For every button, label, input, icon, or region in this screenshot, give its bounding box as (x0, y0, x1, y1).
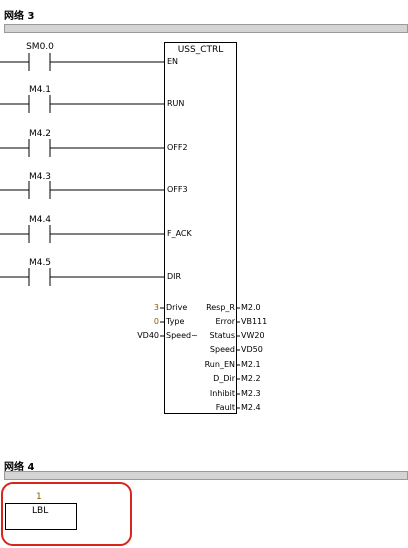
lbl-instruction-box[interactable] (5, 503, 77, 530)
contact-label-m4-1: M4.1 (28, 85, 52, 95)
contact-label-m4-4: M4.4 (28, 215, 52, 225)
pin-dir: DIR (167, 272, 182, 281)
pin-f-ack: F_ACK (167, 229, 192, 238)
contact-m4-1[interactable] (0, 95, 164, 113)
output-value-fault[interactable]: M2.4 (241, 403, 261, 412)
pin-type: Type (166, 317, 185, 326)
pin-run-en: Run_EN (204, 360, 235, 369)
pin-d-dir: D_Dir (213, 374, 235, 383)
pin-error: Error (215, 317, 236, 326)
pin-fault: Fault (215, 403, 235, 412)
pin-inhibit: Inhibit (209, 389, 235, 398)
contact-m4-3[interactable] (0, 181, 164, 199)
param-value-type[interactable]: 0 (153, 317, 159, 326)
contact-sm0-0[interactable] (0, 53, 164, 71)
pin-status: Status (209, 331, 236, 340)
uss-ctrl-block[interactable] (164, 42, 237, 414)
pin-off3: OFF3 (167, 185, 188, 194)
network-4-title[interactable]: 网络 4 (4, 462, 35, 473)
pin-speed-in: Speed~ (166, 331, 198, 340)
output-value-speed[interactable]: VD50 (241, 345, 263, 354)
output-value-run-en[interactable]: M2.1 (241, 360, 261, 369)
pin-off2: OFF2 (167, 143, 188, 152)
contact-m4-4[interactable] (0, 225, 164, 243)
lbl-instruction-name: LBL (32, 506, 49, 516)
pin-drive: Drive (166, 303, 188, 312)
pin-speed-out: Speed (209, 345, 235, 354)
pin-en: EN (167, 57, 179, 66)
output-value-inhibit[interactable]: M2.3 (241, 389, 261, 398)
contact-label-sm0-0: SM0.0 (26, 42, 54, 52)
output-value-error[interactable]: VB111 (241, 317, 268, 326)
network-4-comment-bar[interactable] (4, 471, 408, 480)
contact-label-m4-3: M4.3 (28, 172, 52, 182)
uss-ctrl-block-title: USS_CTRL (177, 45, 224, 55)
contact-label-m4-5: M4.5 (28, 258, 52, 268)
pin-resp-r: Resp_R (206, 303, 235, 312)
highlight-annotation (1, 482, 132, 546)
param-value-speed[interactable]: VD40 (137, 331, 159, 340)
param-value-drive[interactable]: 3 (153, 303, 159, 312)
output-value-resp-r[interactable]: M2.0 (241, 303, 261, 312)
contact-m4-5[interactable] (0, 268, 164, 286)
output-value-d-dir[interactable]: M2.2 (241, 374, 261, 383)
output-value-status[interactable]: VW20 (241, 331, 265, 340)
pin-run: RUN (167, 99, 185, 108)
contact-label-m4-2: M4.2 (28, 129, 52, 139)
network-3-title[interactable]: 网络 3 (4, 11, 35, 22)
contact-m4-2[interactable] (0, 139, 164, 157)
label-number[interactable]: 1 (36, 492, 42, 502)
